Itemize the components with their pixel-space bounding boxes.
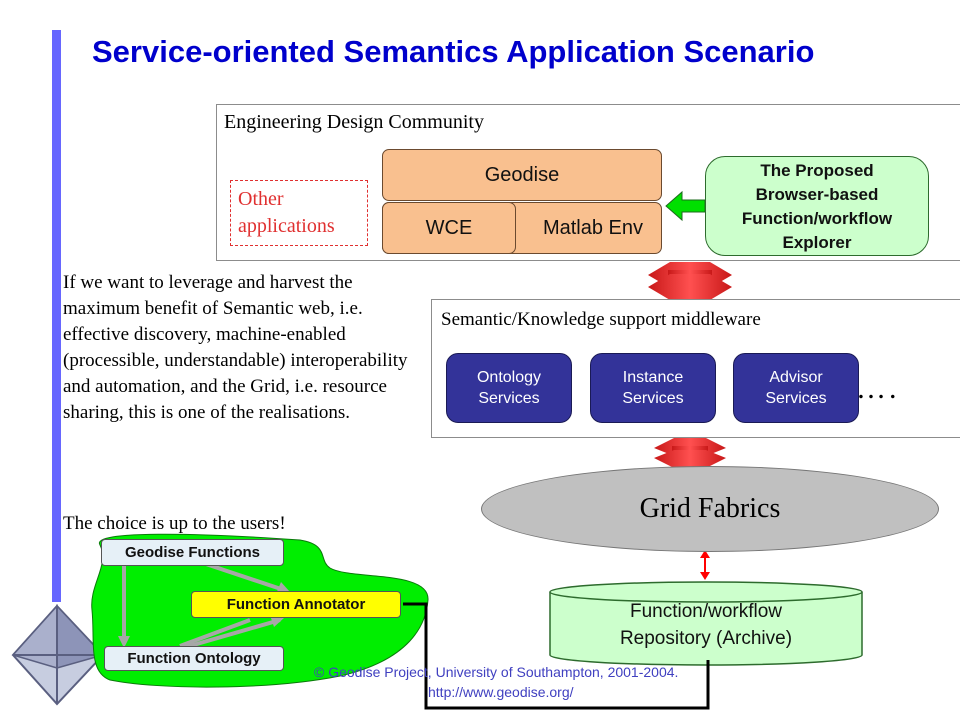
accent-bar [52,30,61,602]
explorer-line: Function/workflow [741,209,893,228]
geodise-box: Geodise [382,149,662,201]
middleware-label: Semantic/Knowledge support middleware [441,309,761,330]
slide-title: Service-oriented Semantics Application S… [92,34,815,69]
service-line: Ontology [476,369,542,386]
grid-repository-arrow [700,550,710,580]
footer-url[interactable]: http://www.geodise.org/ [428,684,574,700]
engineering-community-panel [216,104,960,261]
service-line: Instance [622,369,684,386]
other-applications-box: Other applications [230,180,368,246]
service-line: Advisor [769,369,823,386]
choice-statement: The choice is up to the users! [63,513,286,534]
more-services-ellipsis: …. [856,372,900,405]
middleware-panel [431,299,960,438]
function-links [118,560,290,652]
explorer-line: Browser-based [755,185,879,204]
service-line: Services [622,390,684,407]
community-middleware-double-arrow [648,262,732,300]
repository-line: Repository (Archive) [619,628,793,649]
service-line: Services [765,390,827,407]
footer-copyright: © Geodise Project, University of Southam… [314,664,679,680]
repository-cylinder [549,581,863,666]
middleware-grid-double-arrow [654,438,726,468]
engineering-community-label: Engineering Design Community [224,111,484,133]
function-annotator-box: Function Annotator [191,591,401,618]
advisor-services-box: Advisor Services [733,353,859,423]
annotator-repository-connector [403,602,710,710]
explorer-line: The Proposed [760,161,874,180]
function-explorer-box: The Proposed Browser-based Function/work… [705,156,929,256]
wce-box: WCE [382,202,516,254]
repository-line: Function/workflow [629,601,783,622]
body-paragraph: If we want to leverage and harvest the m… [63,272,408,423]
instance-services-box: Instance Services [590,353,716,423]
grid-fabrics-ellipse: Grid Fabrics [481,466,939,552]
geodise-logo [11,604,105,706]
geodise-functions-box: Geodise Functions [101,539,284,566]
ontology-services-box: Ontology Services [446,353,572,423]
service-line: Services [478,390,540,407]
repository-label: Function/workflow Repository (Archive) [550,598,862,652]
function-ontology-box: Function Ontology [104,646,284,671]
explorer-line: Explorer [782,233,852,252]
